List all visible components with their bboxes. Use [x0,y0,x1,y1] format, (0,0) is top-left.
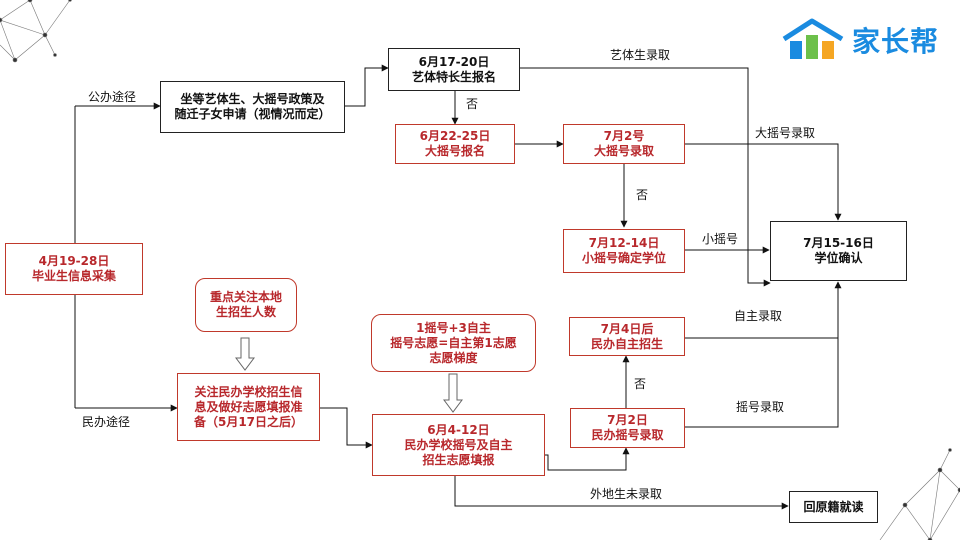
label-arts-admit: 艺体生录取 [610,48,671,62]
label-nonlocal: 外地生未录取 [590,487,663,501]
node-watch-local: 重点关注本地 生招生人数 [195,278,297,332]
node-big-lottery-signup: 6月22-25日 大摇号报名 [395,124,515,164]
node-small-lottery: 7月12-14日 小摇号确定学位 [563,229,685,273]
hollow-arrow-icon [235,337,463,413]
node-arts-signup: 6月17-20日 艺体特长生报名 [388,48,520,91]
node-confirm: 7月15-16日 学位确认 [770,221,907,281]
label-big-admit: 大摇号录取 [755,126,816,140]
logo-text: 家长帮 [852,25,940,58]
label-no-1: 否 [466,97,479,111]
label-no-2: 否 [636,188,649,202]
label-self-admit: 自主录取 [734,309,783,323]
node-lottery-rule: 1摇号+3自主 摇号志愿=自主第1志愿 志愿梯度 [371,314,536,372]
node-private-watch: 关注民办学校招生信 息及做好志愿填报准 备（5月17日之后） [177,373,320,441]
label-no-3: 否 [634,377,647,391]
node-return-home: 回原籍就读 [789,491,878,523]
logo: 家长帮 [780,14,950,66]
label-public-path: 公办途径 [88,90,137,104]
node-private-self: 7月4日后 民办自主招生 [569,317,685,356]
node-private-signup: 6月4-12日 民办学校摇号及自主 招生志愿填报 [372,414,545,476]
node-private-lottery: 7月2日 民办摇号录取 [570,408,685,448]
node-info-collect: 4月19-28日 毕业生信息采集 [5,243,143,295]
house-logo-icon [782,18,844,59]
node-public-policy: 坐等艺体生、大摇号政策及 随迁子女申请（视情况而定） [160,81,345,133]
node-big-lottery-admit: 7月2号 大摇号录取 [563,124,685,164]
label-small-lottery: 小摇号 [702,232,739,246]
label-private-path: 民办途径 [82,415,131,429]
label-lottery-admit: 摇号录取 [736,400,785,414]
